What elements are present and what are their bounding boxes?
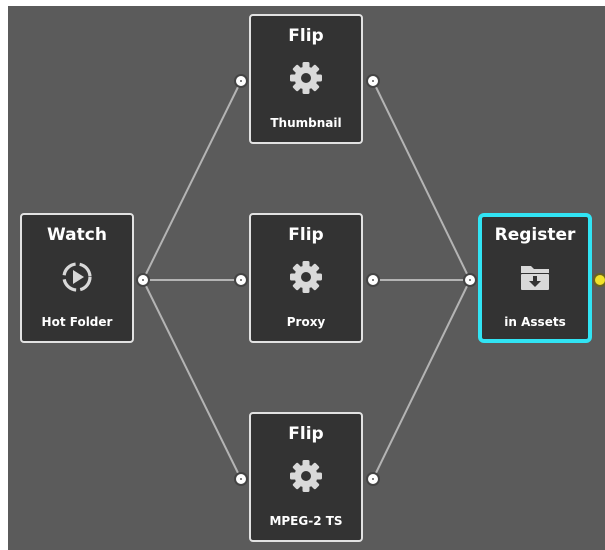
node-watch[interactable]: Watch Hot Folder <box>20 213 134 343</box>
input-port-flip-mpeg[interactable] <box>234 472 248 486</box>
connection-watch-to-mpeg[interactable] <box>142 279 242 480</box>
workflow-canvas[interactable]: Watch Hot Folder Flip Thumbnail Flip <box>8 6 605 550</box>
input-port-register[interactable] <box>463 273 477 287</box>
node-flip-mpeg[interactable]: Flip MPEG-2 TS <box>249 412 363 542</box>
output-port-flip-proxy[interactable] <box>366 273 380 287</box>
connection-watch-to-thumbnail[interactable] <box>142 80 242 281</box>
gear-icon <box>290 261 322 293</box>
node-title: Register <box>494 225 576 245</box>
output-port-flip-mpeg[interactable] <box>366 472 380 486</box>
input-port-flip-proxy[interactable] <box>234 273 248 287</box>
node-title: Watch <box>47 225 107 245</box>
connection-thumbnail-to-register[interactable] <box>372 80 471 281</box>
sync-icon <box>62 262 92 292</box>
output-port-watch[interactable] <box>136 273 150 287</box>
node-title: Flip <box>288 225 324 245</box>
node-title: Flip <box>288 424 324 444</box>
node-subtitle: in Assets <box>504 315 566 329</box>
connection-layer <box>142 80 471 480</box>
node-title: Flip <box>288 26 324 46</box>
output-port-register[interactable] <box>593 273 605 287</box>
node-register[interactable]: Register in Assets <box>478 213 592 343</box>
input-port-flip-thumbnail[interactable] <box>234 74 248 88</box>
node-subtitle: Thumbnail <box>270 116 342 130</box>
gear-icon <box>290 62 322 94</box>
node-subtitle: Proxy <box>286 315 326 329</box>
node-subtitle: Hot Folder <box>41 315 113 329</box>
node-subtitle: MPEG-2 TS <box>269 514 343 528</box>
output-port-flip-thumbnail[interactable] <box>366 74 380 88</box>
folder-download-icon <box>521 266 549 290</box>
node-flip-thumbnail[interactable]: Flip Thumbnail <box>249 14 363 144</box>
gear-icon <box>290 460 322 492</box>
node-flip-proxy[interactable]: Flip Proxy <box>249 213 363 343</box>
connection-mpeg-to-register[interactable] <box>372 279 471 480</box>
